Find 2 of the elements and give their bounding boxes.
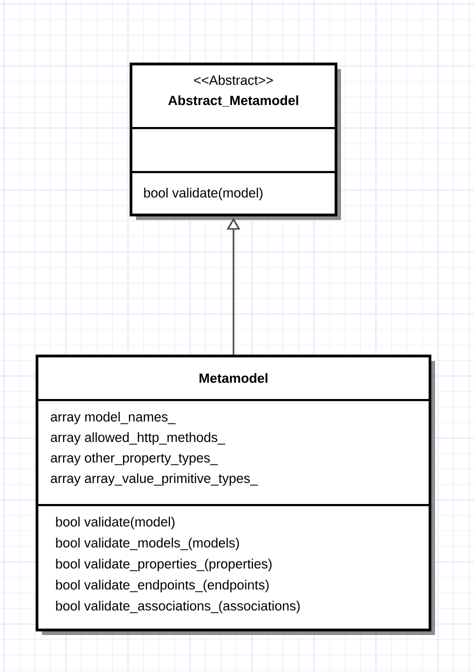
class-box: <<Abstract>> Abstract_Metamodel bool validate(model) (130, 62, 341, 220)
class-box: Metamodel array model_names_ array allowed_http_methods_ array other_property_types_ array array_value_primitive_types_ bool validate(model) bool validate_models_(models) bool validate_properties_(properties) bool validate_endpoints_(endpoints) bool validate_associations_(associations) (36, 354, 435, 635)
